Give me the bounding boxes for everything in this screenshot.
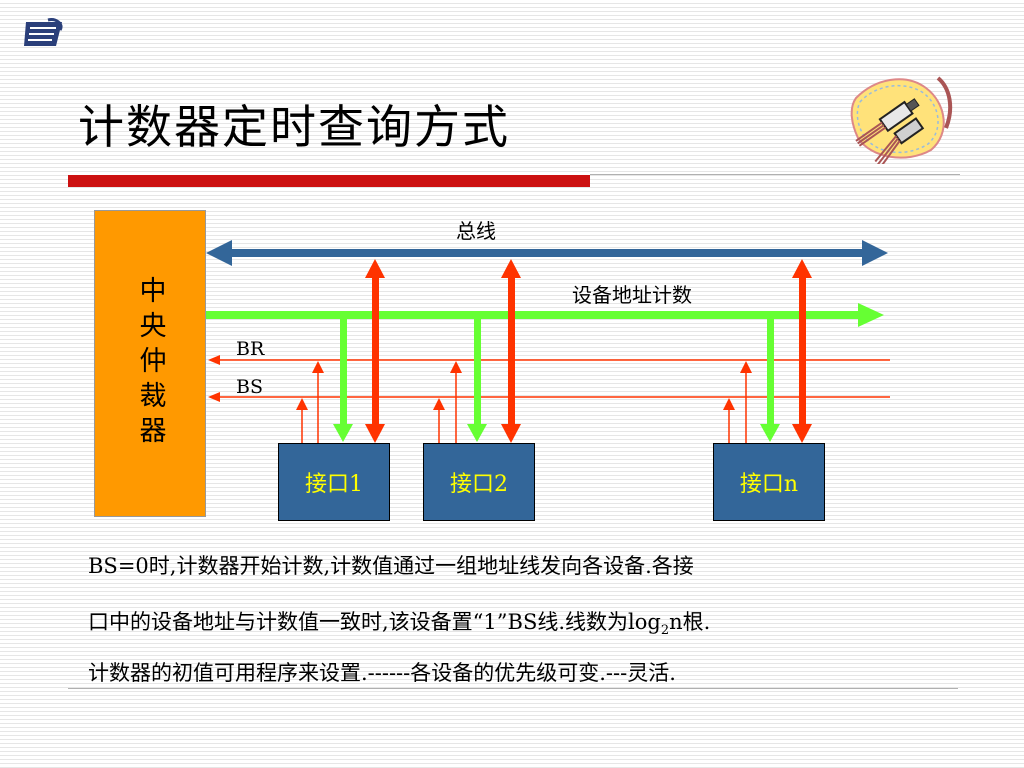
explanation-line-1: BS=0时,计数器开始计数,计数值通过一组地址线发向各设备.各接: [88, 554, 694, 578]
title-underline-gray: [590, 174, 960, 175]
interface-1-label: 接口1: [305, 472, 363, 497]
interface-n-box: 接口n: [713, 443, 825, 521]
title-underline-red: [68, 175, 590, 187]
br-label: BR: [236, 338, 265, 360]
bus-label: 总线: [456, 219, 496, 243]
bottom-divider: [68, 688, 958, 689]
interface-1-box: 接口1: [278, 443, 390, 521]
explanation-line-3: 计数器的初值可用程序来设置.------各设备的优先级可变.---灵活.: [88, 661, 676, 685]
explanation-line-2: 口中的设备地址与计数值一致时,该设备置“1”BS线.线数为log2n根.: [88, 606, 710, 638]
logo-icon: [24, 18, 63, 46]
bs-label: BS: [236, 376, 263, 398]
explanation-line-2-a: 口中的设备地址与计数值一致时,该设备置“1”BS线.线数为log: [88, 610, 661, 634]
explanation-line-2-b: n根.: [669, 610, 711, 634]
interface-n-connections: [723, 259, 812, 443]
br-arrowhead: [208, 355, 220, 365]
slide-title: 计数器定时查询方式: [78, 100, 510, 154]
central-arbiter-label: 中央仲裁器: [134, 276, 166, 451]
address-count-label: 设备地址计数: [572, 283, 692, 307]
log-base: 2: [660, 623, 670, 639]
interface-1-connections: [296, 259, 385, 443]
interface-2-label: 接口2: [450, 472, 508, 497]
interface-2-connections: [433, 259, 521, 443]
cable-connector-icon: [850, 76, 953, 164]
interface-2-box: 接口2: [423, 443, 535, 521]
system-bus-arrow: [206, 240, 888, 266]
address-count-line: [206, 303, 884, 327]
central-arbiter-box: 中央仲裁器: [94, 210, 206, 517]
bs-arrowhead: [208, 392, 220, 402]
interface-n-label: 接口n: [739, 472, 799, 497]
